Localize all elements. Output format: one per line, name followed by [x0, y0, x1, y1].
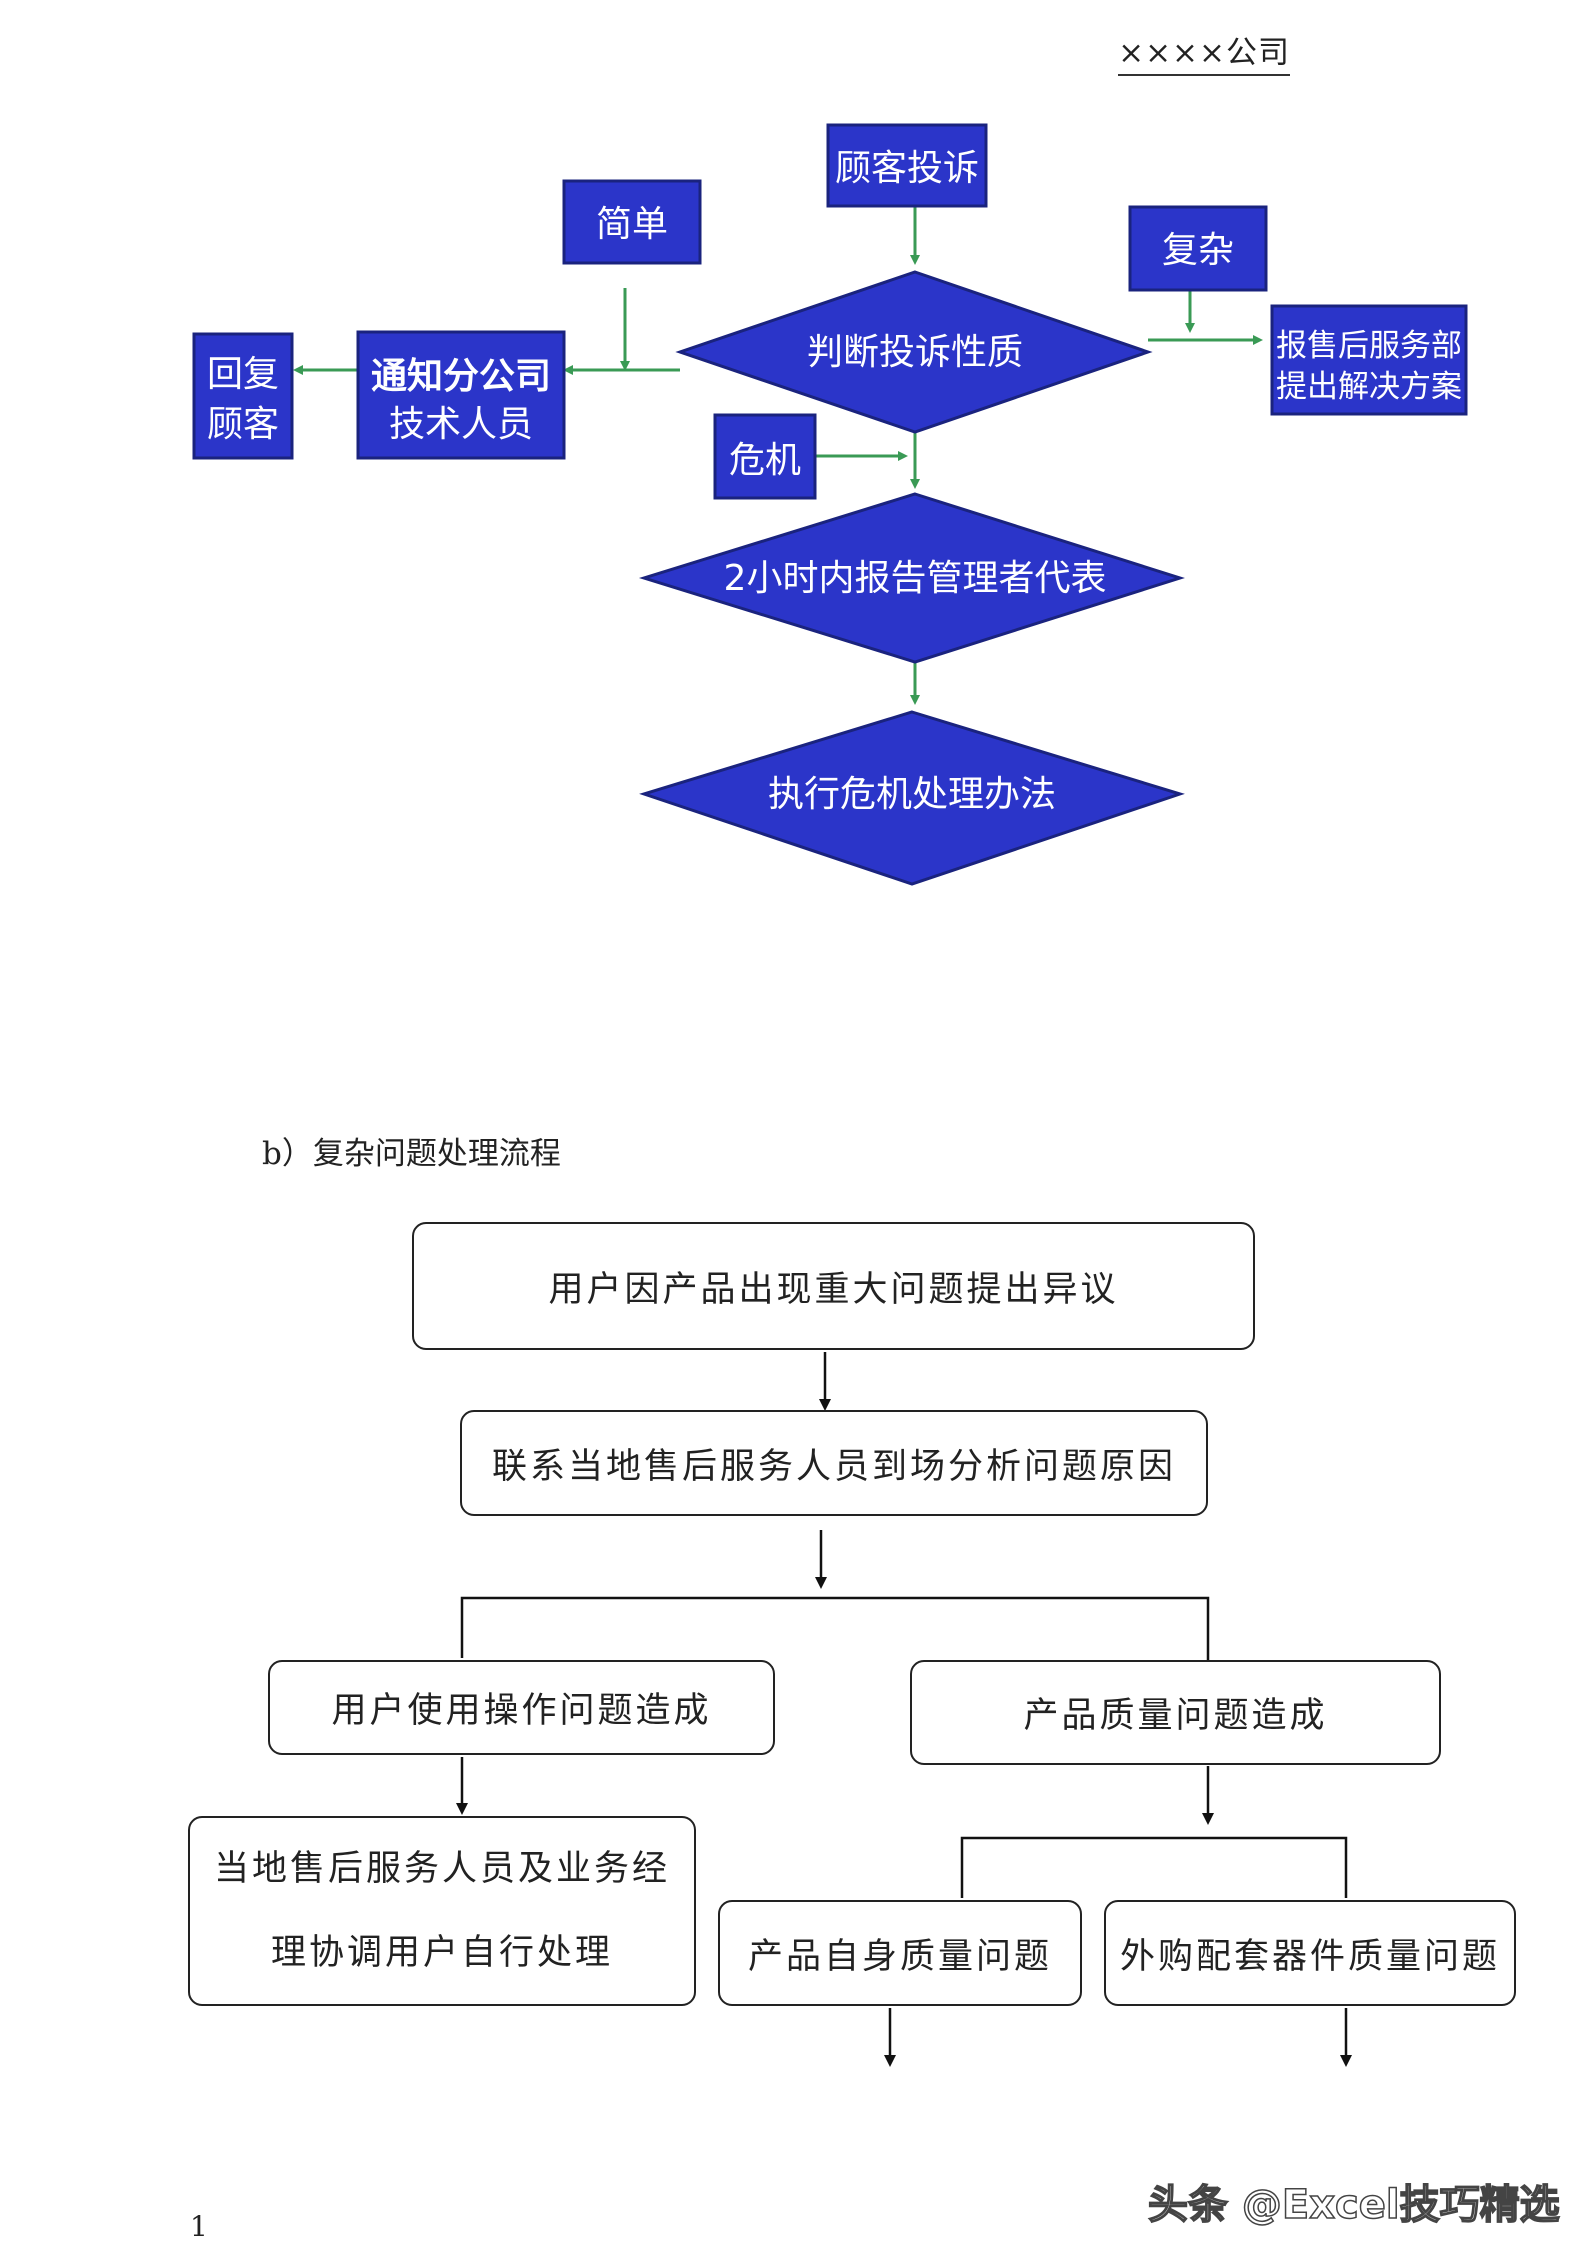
svg-text:危机: 危机 — [729, 440, 801, 481]
left-result-line1: 当地售后服务人员及业务经 — [213, 1849, 670, 1889]
svg-text:回复: 回复 — [207, 354, 279, 395]
step-contact-service-label: 联系当地售后服务人员到场分析问题原因 — [491, 1446, 1176, 1487]
company-name: ××××公司 — [1118, 35, 1290, 76]
box-customer-complaint: 顾客投诉 — [826, 123, 988, 208]
section-label-b: b）复杂问题处理流程 — [262, 1136, 561, 1172]
svg-text:判断投诉性质: 判断投诉性质 — [807, 332, 1023, 373]
left-result-line2: 理协调用户自行处理 — [270, 1933, 613, 1973]
diamond-judge-nature: 判断投诉性质 — [675, 270, 1153, 434]
svg-text:通知分公司: 通知分公司 — [371, 356, 551, 397]
svg-text:2小时内报告管理者代表: 2小时内报告管理者代表 — [724, 558, 1107, 599]
branch-user-operation: 用户使用操作问题造成 — [268, 1660, 775, 1755]
svg-text:执行危机处理办法: 执行危机处理办法 — [768, 774, 1056, 815]
svg-text:提出解决方案: 提出解决方案 — [1276, 369, 1462, 405]
branch-user-operation-label: 用户使用操作问题造成 — [331, 1691, 712, 1731]
left-result-coordinate: 当地售后服务人员及业务经 理协调用户自行处理 — [188, 1816, 696, 2006]
svg-text:技术人员: 技术人员 — [389, 404, 533, 445]
box-notify-branch: 通知分公司 技术人员 — [356, 330, 566, 460]
box-simple: 简单 — [562, 179, 702, 265]
branch-product-quality: 产品质量问题造成 — [910, 1660, 1441, 1765]
sub-product-quality: 产品自身质量问题 — [718, 1900, 1082, 2006]
step-contact-service: 联系当地售后服务人员到场分析问题原因 — [460, 1410, 1208, 1516]
svg-text:复杂: 复杂 — [1162, 230, 1234, 271]
svg-text:报售后服务部: 报售后服务部 — [1276, 328, 1462, 364]
box-reply-customer: 回复 顾客 — [192, 332, 294, 460]
box-complex: 复杂 — [1128, 205, 1268, 292]
flow-connectors — [293, 206, 1263, 705]
diamond-report-2h: 2小时内报告管理者代表 — [638, 492, 1185, 664]
sub-purchased-parts: 外购配套器件质量问题 — [1104, 1900, 1516, 2006]
box-aftersales-department: 报售后服务部 提出解决方案 — [1270, 304, 1468, 416]
watermark: 头条 @Excel技巧精选 — [1147, 2181, 1560, 2229]
diamond-execute-crisis: 执行危机处理办法 — [639, 710, 1185, 886]
page-number: 1 — [190, 2210, 208, 2243]
svg-text:简单: 简单 — [596, 204, 668, 245]
branch-product-quality-label: 产品质量问题造成 — [1023, 1696, 1328, 1736]
svg-text:顾客: 顾客 — [207, 404, 279, 445]
box-crisis: 危机 — [713, 413, 817, 500]
sub-purchased-parts-label: 外购配套器件质量问题 — [1119, 1936, 1500, 1977]
sub-product-quality-label: 产品自身质量问题 — [747, 1936, 1052, 1977]
step-user-objection: 用户因产品出现重大问题提出异议 — [412, 1222, 1255, 1350]
step-user-objection-label: 用户因产品出现重大问题提出异议 — [548, 1269, 1119, 1310]
svg-text:顾客投诉: 顾客投诉 — [835, 148, 979, 189]
complaint-flowchart: 顾客投诉 简单 复杂 通知分公司 技术人员 回复 顾客 报售后服务部 提出解决方… — [192, 123, 1468, 886]
